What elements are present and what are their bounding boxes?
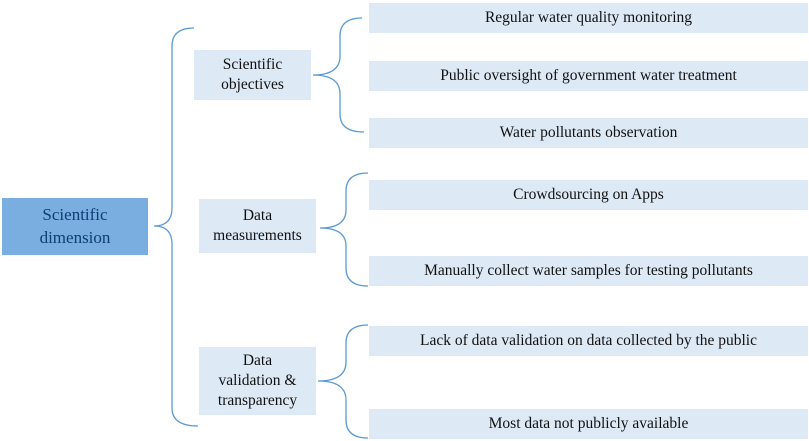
measurements-bracket <box>319 172 369 287</box>
branch-node-data-measurements: Data measurements <box>199 199 316 253</box>
leaf-label: Manually collect water samples for testi… <box>424 262 753 280</box>
leaf-node: Lack of data validation on data collecte… <box>369 326 808 356</box>
leaf-node: Public oversight of government water tre… <box>369 61 808 91</box>
branch-label: Data validation & transparency <box>217 351 298 410</box>
leaf-node: Manually collect water samples for testi… <box>369 256 808 286</box>
root-node: Scientific dimension <box>2 198 148 255</box>
branch-label: Data measurements <box>213 206 302 244</box>
leaf-label: Public oversight of government water tre… <box>440 67 737 85</box>
branch-node-scientific-objectives: Scientific objectives <box>194 50 311 100</box>
objectives-bracket <box>312 17 365 133</box>
leaf-label: Water pollutants observation <box>499 124 678 142</box>
root-label: Scientific dimension <box>39 205 111 247</box>
validation-bracket <box>317 324 369 439</box>
root-bracket <box>153 27 199 427</box>
branch-node-data-validation: Data validation & transparency <box>199 347 316 415</box>
leaf-node: Most data not publicly available <box>369 409 808 439</box>
leaf-label: Most data not publicly available <box>488 415 689 433</box>
leaf-label: Lack of data validation on data collecte… <box>420 332 757 350</box>
leaf-label: Regular water quality monitoring <box>484 9 693 27</box>
branch-label: Scientific objectives <box>221 55 284 93</box>
leaf-node: Water pollutants observation <box>369 118 808 148</box>
leaf-node: Regular water quality monitoring <box>369 3 808 33</box>
leaf-node: Crowdsourcing on Apps <box>369 180 808 210</box>
leaf-label: Crowdsourcing on Apps <box>513 186 664 204</box>
